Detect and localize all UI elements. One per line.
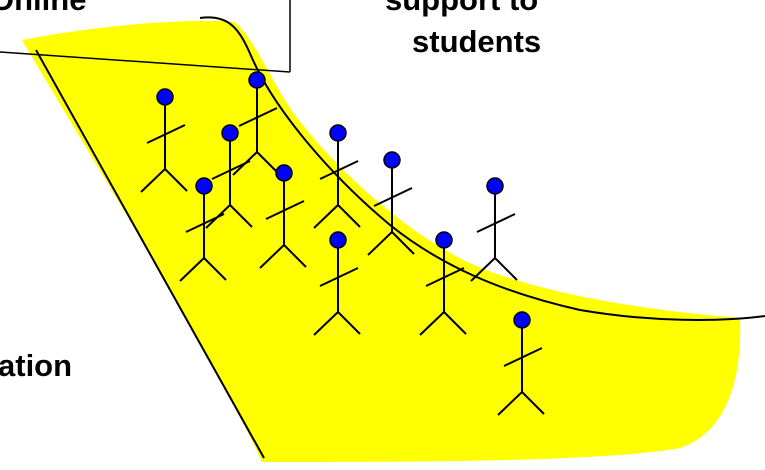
slope-left-edge <box>35 49 265 459</box>
stick-figure-head <box>486 177 504 195</box>
stick-figure <box>497 311 545 416</box>
stick-figure <box>470 177 518 282</box>
stick-figure-head <box>329 124 347 142</box>
stick-figure-head <box>329 231 347 249</box>
stick-figure-head <box>248 71 266 89</box>
stick-figure-head <box>435 231 453 249</box>
stick-figure <box>179 177 227 282</box>
stick-figure <box>367 151 415 256</box>
label-online: Online <box>0 0 86 18</box>
stick-figure <box>313 231 361 336</box>
stick-figure <box>140 88 188 193</box>
stick-figure-head <box>513 311 531 329</box>
stick-figure <box>232 71 280 176</box>
label-support-line1: support to <box>385 0 538 18</box>
stick-figure-head <box>221 124 239 142</box>
online-box <box>0 0 291 73</box>
label-ation: ation <box>0 348 73 383</box>
stick-figure-head <box>383 151 401 169</box>
stick-figure <box>419 231 467 336</box>
stick-figure-head <box>156 88 174 106</box>
label-support-line2: students <box>412 24 542 59</box>
stick-figures-group <box>140 71 545 416</box>
stick-figure-head <box>275 164 293 182</box>
stick-figure <box>259 164 307 269</box>
stick-figure-head <box>195 177 213 195</box>
slope-curve-outline <box>199 16 765 321</box>
stick-figure <box>313 124 361 229</box>
